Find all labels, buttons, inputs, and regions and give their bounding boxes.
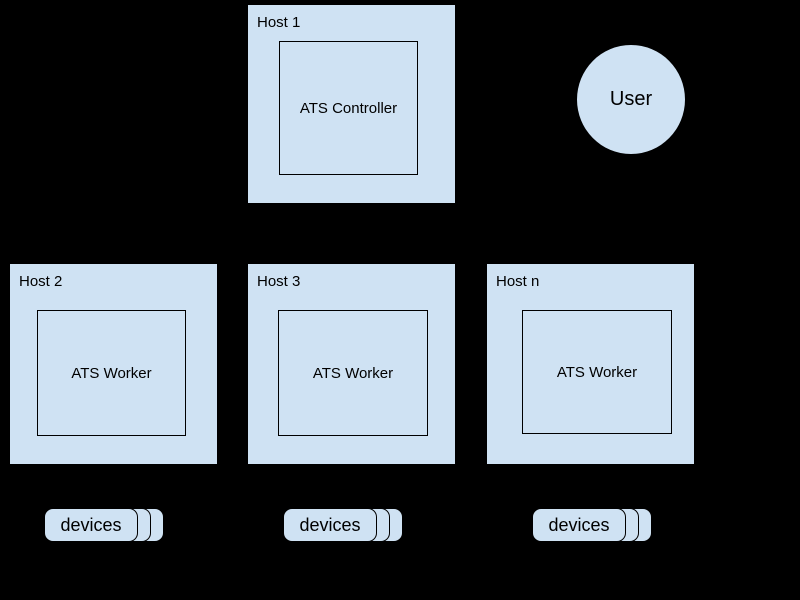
ats-worker-node: ATS Worker: [522, 310, 672, 434]
devices-label: devices: [299, 514, 361, 535]
host-2-node: Host 2 ATS Worker: [10, 264, 217, 464]
devices-node: devices: [44, 508, 138, 542]
devices-label: devices: [60, 514, 122, 535]
host-n-node: Host n ATS Worker: [487, 264, 694, 464]
host-2-label: Host 2: [19, 273, 63, 290]
host-n-label: Host n: [496, 273, 540, 290]
ats-worker-label: ATS Worker: [71, 364, 152, 382]
host-1-label: Host 1: [257, 14, 301, 31]
devices-stack-host3: devices: [283, 508, 405, 544]
devices-node: devices: [283, 508, 377, 542]
host-3-label: Host 3: [257, 273, 301, 290]
ats-worker-node: ATS Worker: [278, 310, 428, 436]
ats-worker-label: ATS Worker: [312, 364, 394, 382]
host-3-node: Host 3 ATS Worker: [248, 264, 455, 464]
ats-controller-node: ATS Controller: [279, 41, 418, 175]
host-1-node: Host 1 ATS Controller: [248, 5, 455, 203]
ats-worker-label: ATS Worker: [556, 363, 638, 381]
ats-worker-node: ATS Worker: [37, 310, 186, 436]
user-node: User: [576, 44, 686, 155]
devices-label: devices: [548, 514, 610, 535]
user-label: User: [609, 88, 653, 110]
devices-stack-host2: devices: [44, 508, 166, 544]
devices-node: devices: [532, 508, 626, 542]
devices-stack-hostn: devices: [532, 508, 654, 544]
ats-controller-label: ATS Controller: [299, 99, 398, 117]
